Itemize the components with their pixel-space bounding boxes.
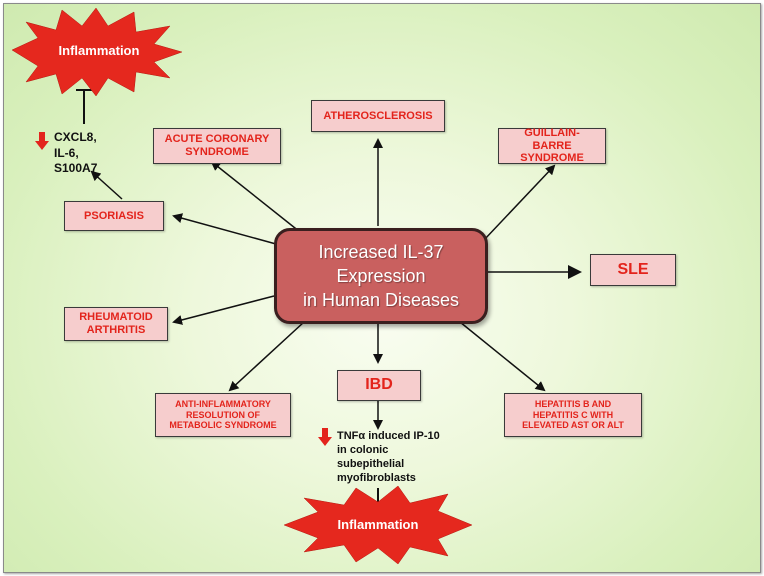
psoriasis-box: PSORIASIS [64, 201, 164, 231]
inflammation-top-label: Inflammation [58, 43, 140, 58]
guillain-barre-box: GUILLAIN-BARRE SYNDROME [498, 127, 606, 164]
starburst-icon [11, 7, 183, 97]
tnf-line: in colonic [337, 444, 389, 457]
connector-layer [11, 7, 582, 565]
cytokine-line: CXCL8, [54, 130, 97, 144]
arrow-rheumatoid [172, 295, 275, 325]
down-arrow-icon [318, 428, 332, 446]
tnf-line: subepithelial [337, 458, 405, 471]
tnf-line: TNFα induced IP-10 [337, 430, 440, 442]
sle-box: SLE [590, 254, 676, 286]
center-line-3: in Human Diseases [302, 290, 460, 311]
center-line-1: Increased IL-37 [318, 241, 444, 262]
cytokine-line: IL-6, [54, 145, 79, 160]
center-node: Increased IL-37 Expression in Human Dise… [274, 228, 488, 324]
center-line-2: Expression [336, 265, 426, 286]
arrow-acute-coronary [210, 160, 301, 233]
acute-coronary-box: ACUTE CORONARY SYNDROME [153, 128, 281, 164]
arrow-metabolic [228, 321, 305, 392]
down-arrow-icon [35, 132, 49, 150]
metabolic-box: ANTI-INFLAMMATORY RESOLUTION OF METABOLI… [155, 393, 291, 437]
arrow-psoriasis-cytokines [90, 170, 123, 200]
starburst-icon [283, 485, 473, 565]
tnf-note: TNFα induced IP-10 in colonic subepithel… [337, 429, 440, 485]
arrow-guillain-barre [483, 164, 556, 241]
cytokine-note: CXCL8, IL-6, S100A7 [54, 130, 97, 177]
cytokine-line: S100A7 [54, 161, 98, 176]
atherosclerosis-box: ATHEROSCLEROSIS [311, 100, 445, 132]
arrow-psoriasis [172, 213, 277, 245]
diagram-canvas: Inflammation Inflammation Increased IL-3… [3, 3, 761, 573]
hepatitis-box: HEPATITIS B AND HEPATITIS C WITH ELEVATE… [504, 393, 642, 437]
inflammation-bottom-label: Inflammation [337, 517, 419, 532]
tnf-line: myofibroblasts [337, 472, 416, 485]
arrow-hepatitis [459, 321, 546, 392]
ibd-box: IBD [337, 370, 421, 401]
rheumatoid-box: RHEUMATOID ARTHRITIS [64, 307, 168, 341]
